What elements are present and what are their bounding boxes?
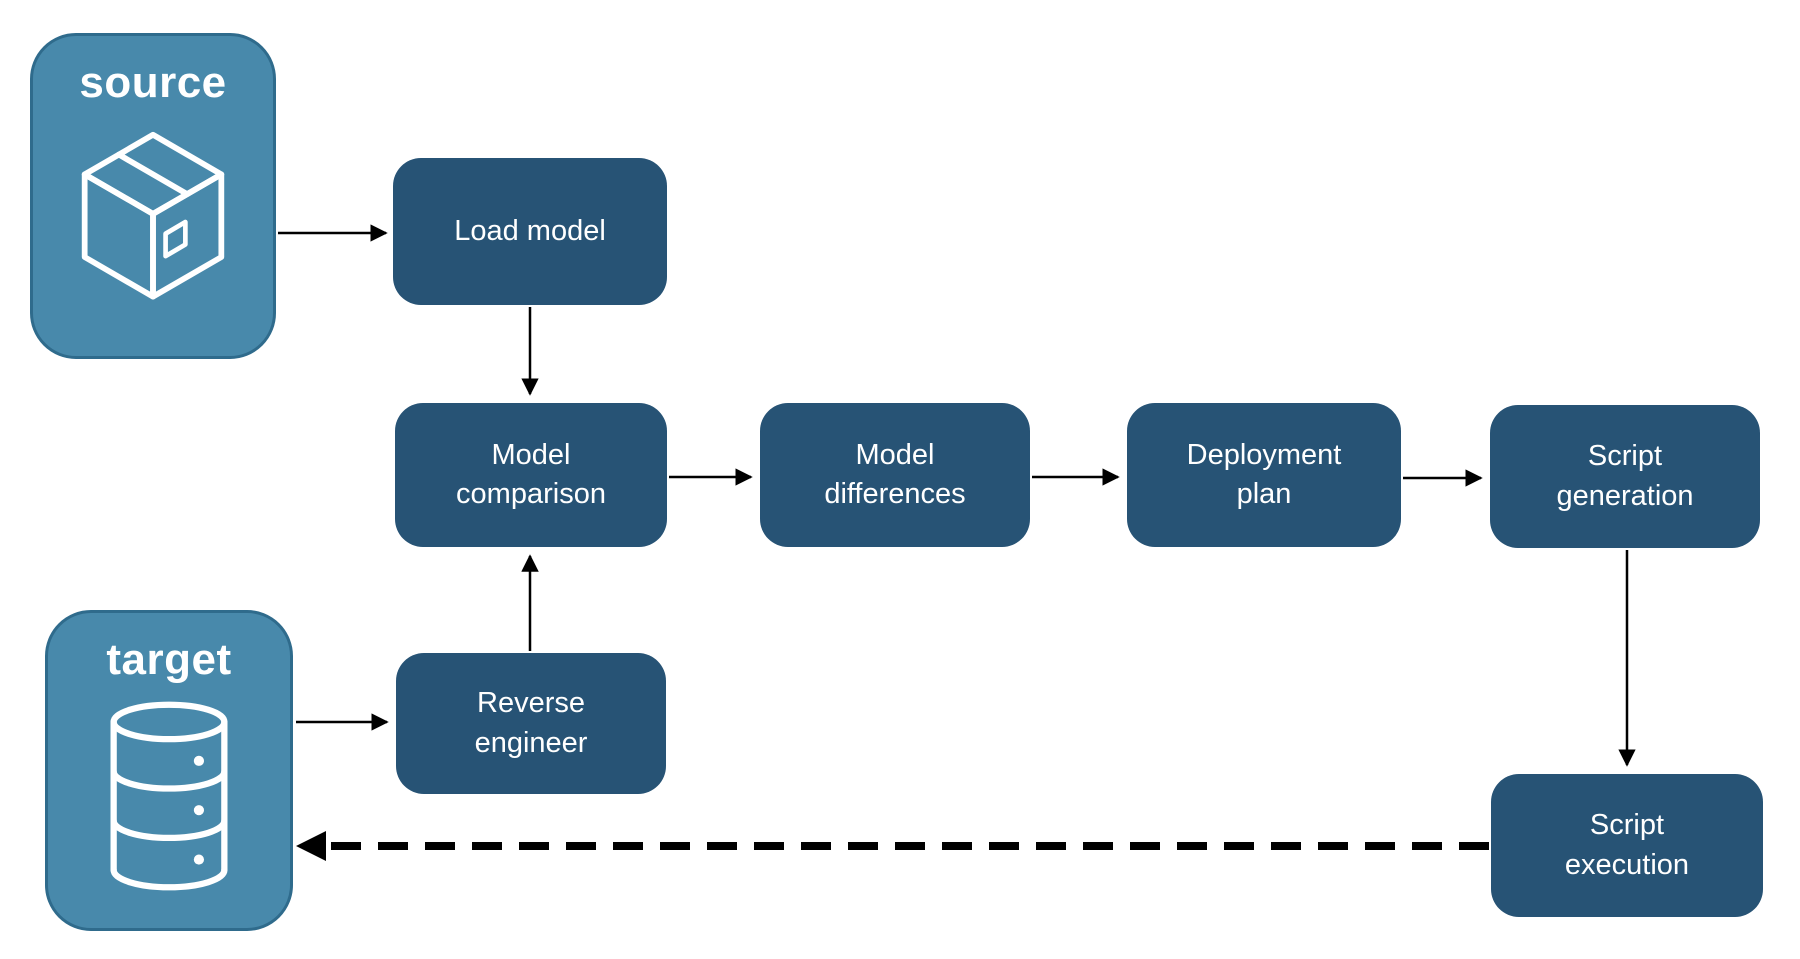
node-reverse-engineer: Reverse engineer bbox=[396, 653, 666, 794]
node-label-deployment-plan: Deployment plan bbox=[1186, 438, 1342, 510]
node-label-model-differences: Model differences bbox=[824, 438, 966, 510]
node-label-model-comparison: Model comparison bbox=[456, 438, 606, 510]
package-icon bbox=[81, 131, 225, 300]
source-label: source bbox=[79, 58, 227, 107]
node-label-script-execution: Script execution bbox=[1564, 809, 1690, 881]
node-label-load-model: Load model bbox=[454, 214, 606, 247]
node-label-script-generation: Script generation bbox=[1556, 440, 1694, 512]
node-script-generation: Script generation bbox=[1490, 405, 1760, 548]
node-script-execution: Script execution bbox=[1491, 774, 1763, 917]
node-deployment-plan: Deployment plan bbox=[1127, 403, 1401, 547]
arrowhead-script-execution-to-target bbox=[296, 831, 326, 861]
target-label: target bbox=[106, 635, 232, 684]
database-icon bbox=[110, 701, 228, 891]
node-label-reverse-engineer: Reverse engineer bbox=[474, 687, 588, 759]
node-model-differences: Model differences bbox=[760, 403, 1030, 547]
node-load-model: Load model bbox=[393, 158, 667, 305]
endpoint-source: source bbox=[30, 33, 276, 359]
endpoint-target: target bbox=[45, 610, 293, 931]
node-model-comparison: Model comparison bbox=[395, 403, 667, 547]
